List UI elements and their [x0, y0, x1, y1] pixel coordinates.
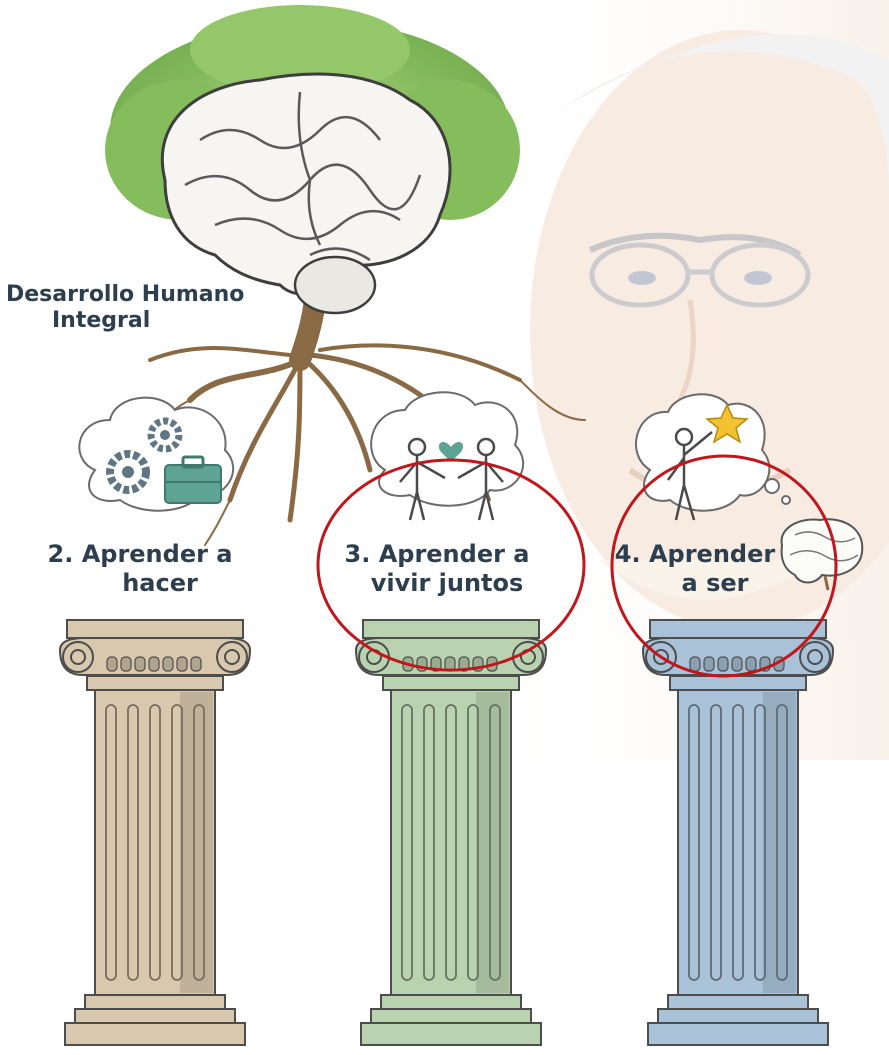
brain-illustration: [160, 72, 452, 315]
pillar-3: [641, 619, 835, 1046]
small-brain-icon: [780, 518, 864, 591]
page-title: Desarrollo Humano Integral: [6, 282, 244, 335]
pillar-2: [354, 619, 548, 1046]
pillar-label-4: 4. Aprender a ser: [605, 540, 785, 598]
highlight-circle-pillar-3: [316, 458, 586, 672]
pillar-label-3: 3. Aprender a vivir juntos: [322, 540, 552, 598]
pillar-1: [58, 619, 252, 1046]
pillar-label-2-line2: hacer: [122, 568, 198, 597]
gears-briefcase-icon: [78, 396, 235, 512]
pillar-label-2-line1: 2. Aprender a: [47, 540, 233, 568]
highlight-circle-pillar-4: [610, 454, 838, 678]
pillar-label-4-line1: 4. Aprender: [614, 540, 776, 568]
pillar-label-2: 2. Aprender a hacer: [40, 540, 240, 598]
pillar-label-4-line2: a ser: [681, 568, 749, 597]
pillar-label-3-line1: 3. Aprender a: [344, 540, 530, 568]
people-heart-icon: [370, 391, 525, 521]
page-title-line1: Desarrollo Humano: [6, 282, 245, 307]
person-star-icon: [635, 393, 791, 521]
pillar-label-3-line2: vivir juntos: [370, 568, 524, 597]
page-title-line2: Integral: [52, 308, 151, 334]
